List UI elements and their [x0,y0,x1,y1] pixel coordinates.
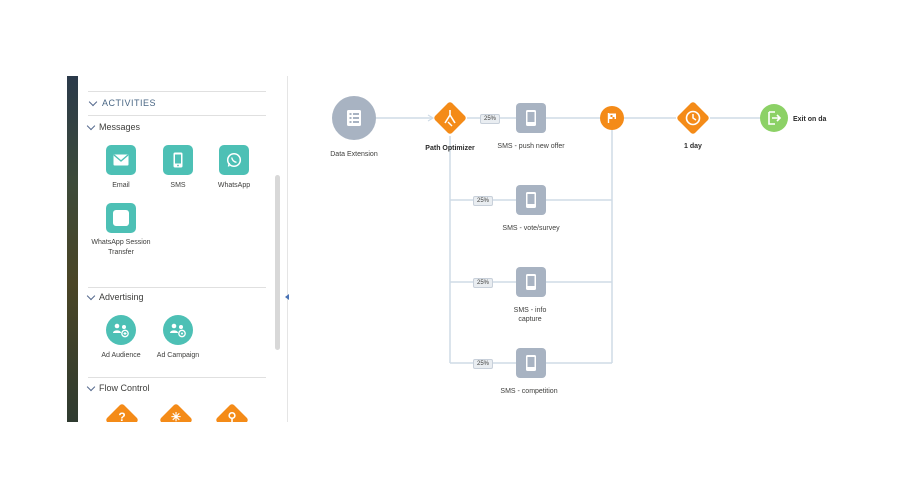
path-1-percent: 25% [480,114,501,124]
engagement-split-icon: ⚲ [227,410,237,422]
divider [88,115,266,116]
whatsapp-label: WhatsApp [217,182,251,189]
email-icon [113,154,129,166]
ad-campaign-icon [170,323,186,338]
flow-control-items: ? ✳ ⚲ [78,398,275,422]
sms-node-4[interactable] [516,348,546,383]
sms-node-4-label: SMS - competition [500,388,558,395]
ad-audience-activity[interactable] [106,315,136,345]
sms-node-2-label: SMS - vote/survey [502,225,560,232]
path-2-percent: 25% [473,196,494,206]
exit-node[interactable] [760,104,788,137]
session-transfer-icon [113,210,129,226]
email-activity[interactable] [106,145,136,175]
section-messages[interactable]: Messages [86,121,141,132]
divider [88,377,266,378]
whatsapp-session-transfer-activity[interactable] [106,203,136,233]
decision-split-icon: ? [118,410,126,422]
data-extension-label: Data Extension [330,151,378,158]
sms-node-1[interactable] [516,103,546,138]
email-label: Email [112,182,130,189]
activities-panel [78,76,287,422]
phone-icon [516,267,546,297]
section-flow-control[interactable]: Flow Control [86,382,150,393]
whatsapp-session-transfer-label: WhatsApp Session Transfer [91,239,151,256]
path-optimizer-label: Path Optimizer [425,145,475,152]
collapse-panel-icon[interactable] [285,294,289,300]
sms-node-1-label: SMS - push new offer [497,143,565,150]
panel-divider [287,76,288,422]
sms-node-2[interactable] [516,185,546,220]
phone-icon [516,185,546,215]
phone-icon [173,152,183,168]
path-3-percent: 25% [473,278,494,288]
arrow-head-icon [427,114,435,122]
path-4-percent: 25% [473,359,494,369]
whatsapp-icon [226,152,242,168]
wait-label: 1 day [684,143,702,150]
path-join-node[interactable] [600,106,624,135]
divider [88,91,266,92]
section-flow-control-label: Flow Control [99,383,150,393]
data-extension-node[interactable] [332,96,376,145]
sms-node-3-label: SMS - info capture [513,307,547,323]
ad-campaign-label: Ad Campaign [156,352,200,359]
panel-scrollbar[interactable] [275,175,280,350]
clock-icon [677,102,709,134]
ad-audience-label: Ad Audience [101,352,141,359]
activities-title: ACTIVITIES [102,98,157,108]
phone-icon [516,103,546,133]
flag-icon [600,106,624,130]
exit-icon [760,104,788,132]
divider [88,287,266,288]
ad-audience-icon [113,323,129,338]
path-optimizer-icon [434,102,466,134]
whatsapp-activity[interactable] [219,145,249,175]
data-extension-icon [332,96,376,140]
wait-node[interactable] [675,100,711,141]
section-advertising[interactable]: Advertising [86,291,144,302]
section-advertising-label: Advertising [99,292,144,302]
phone-icon [516,348,546,378]
sms-node-3[interactable] [516,267,546,302]
background-strip [67,76,78,422]
sms-label: SMS [170,182,186,189]
section-messages-label: Messages [99,122,141,132]
path-optimizer-node[interactable] [432,100,468,141]
exit-label: Exit on da [793,116,827,123]
random-split-icon: ✳ [170,410,182,422]
ad-campaign-activity[interactable] [163,315,193,345]
activities-header[interactable]: ACTIVITIES [88,97,157,108]
sms-activity[interactable] [163,145,193,175]
